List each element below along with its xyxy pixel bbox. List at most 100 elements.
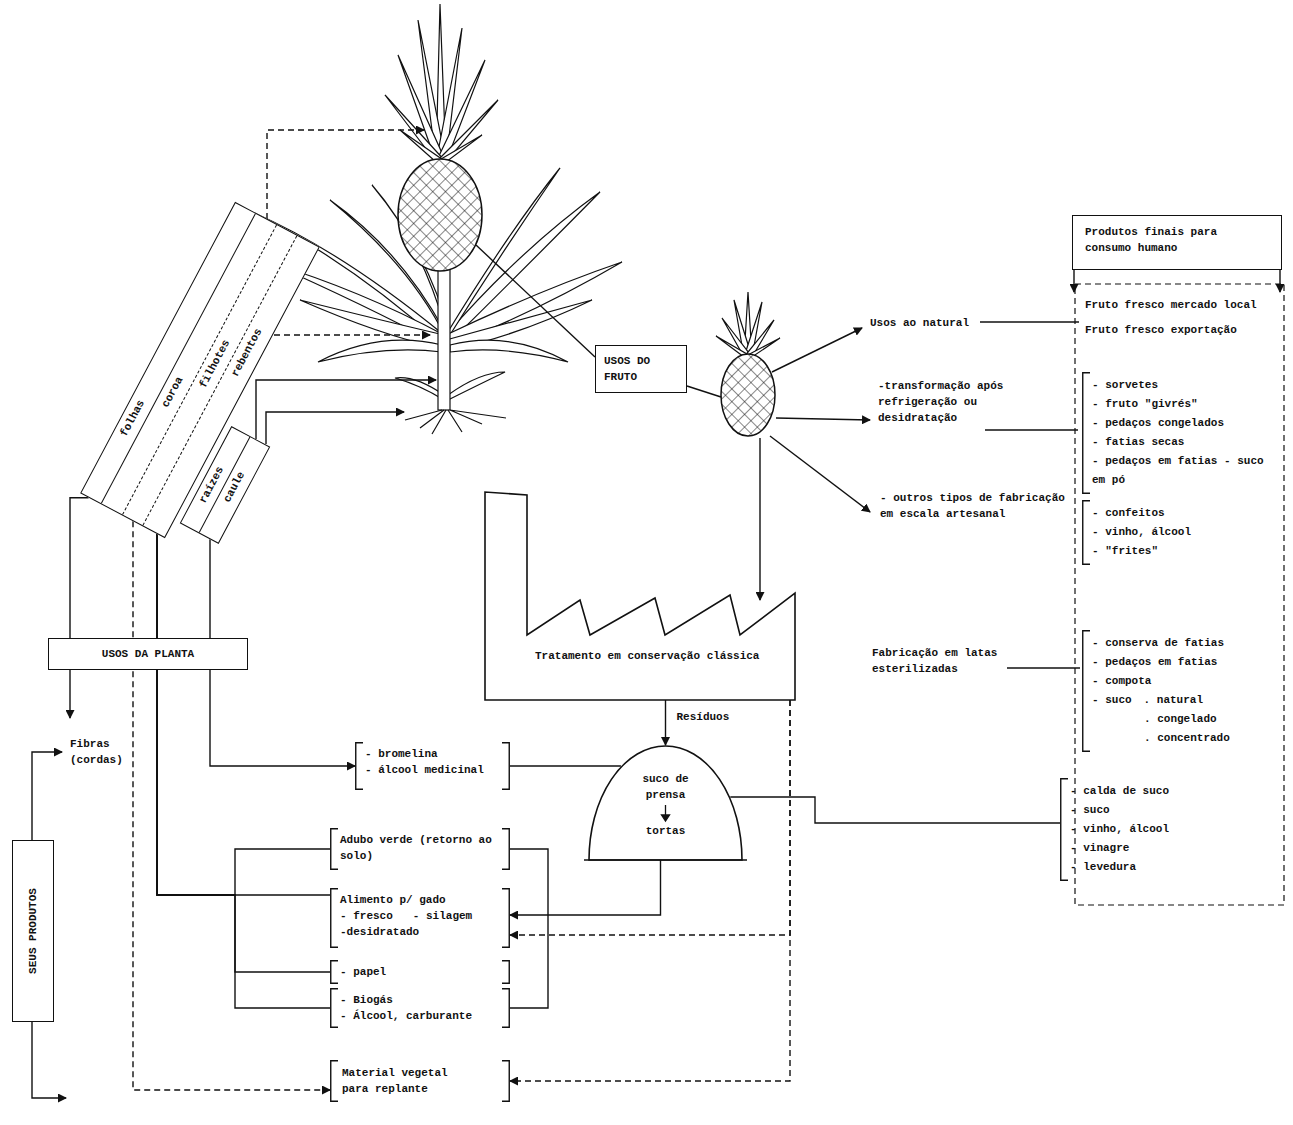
list-item: - conserva de fatias	[1092, 634, 1224, 653]
text-row: - conserva de fatias	[1092, 634, 1267, 653]
leader-lines-part	[772, 328, 862, 372]
bracket-line	[331, 889, 510, 948]
pineapple-plant-part	[436, 135, 482, 162]
box-label: USOS DA PLANTA	[57, 646, 239, 662]
text-row: Alimento p/ gado	[340, 892, 500, 908]
bracket-group: - bromelina- álcool medicinal	[355, 742, 510, 790]
product-list: - confeitos- vinho, álcool- "frites"	[1082, 500, 1242, 565]
product-list: - conserva de fatias- pedaços em fatias-…	[1082, 630, 1277, 752]
dome-base	[584, 859, 747, 861]
bracket-line	[1083, 373, 1090, 494]
box-label: USOS DO FRUTO	[604, 353, 678, 385]
leader-lines-part	[266, 412, 404, 444]
connector	[510, 700, 790, 935]
list-item: - "frites"	[1092, 542, 1232, 561]
leader-lines-part	[274, 334, 430, 335]
note-label: Fabricação em latas esterilizadas	[872, 645, 1007, 677]
bracket-group: Adubo verde (retorno ao solo)	[330, 828, 510, 870]
product-list: - sorvetes- fruto "givrés"- pedaços cong…	[1082, 372, 1282, 494]
list-item: Material vegetal para replante	[342, 1065, 470, 1097]
list-item: - vinho, álcool	[1092, 523, 1232, 542]
list-item: - suco	[1092, 691, 1132, 710]
connector	[510, 700, 790, 1081]
list-item: - fruto "givrés"	[1092, 395, 1272, 414]
leader-lines-part	[267, 130, 424, 219]
bracket-line	[331, 1061, 510, 1102]
list-item: - vinho, álcool	[1070, 820, 1210, 839]
category-box: USOS DO FRUTO	[595, 345, 687, 393]
factory-outline	[485, 490, 795, 700]
note-label: -transformação após refrigeração ou desi…	[878, 378, 1028, 426]
list-item: - pedaços em fatias - suco em pó	[1092, 452, 1272, 490]
connector	[157, 534, 330, 972]
list-item: - fatias secas	[1092, 433, 1272, 452]
bracket-line	[331, 989, 510, 1028]
leader-lines-part	[759, 438, 760, 600]
pineapple-plant-part	[318, 340, 442, 362]
note-label: - outros tipos de fabricação em escala a…	[880, 490, 1070, 522]
list-item: - bromelina	[365, 746, 500, 762]
dome-outline	[589, 746, 742, 860]
list-item: - silagem	[413, 908, 472, 924]
pineapple-plant-part	[400, 130, 446, 162]
pineapple-plant-part	[436, 60, 485, 162]
pineapple-plant-part	[385, 95, 446, 162]
leader-lines-part	[476, 245, 595, 357]
note-label: Fruto fresco exportação	[1085, 322, 1280, 338]
leader-lines-part	[687, 386, 721, 397]
connector	[730, 797, 1060, 823]
box-label: SEUS PRODUTOS	[25, 888, 41, 974]
dome-outline	[588, 745, 743, 860]
list-item: Alimento p/ gado	[340, 892, 446, 908]
note-label: Usos ao natural	[870, 315, 980, 331]
bracket-line	[1061, 779, 1068, 881]
list-item: - pedaços congelados	[1092, 414, 1272, 433]
pineapple-plant-part	[405, 410, 506, 434]
small-pineapple-part	[721, 354, 775, 436]
press-dome: suco de prensa tortas	[588, 745, 743, 860]
bracket-line	[356, 743, 510, 790]
pineapple-plant-part	[436, 100, 498, 162]
pineapple-plant-part	[395, 378, 444, 400]
connector	[133, 521, 330, 1090]
list-item: . congelado	[1144, 710, 1217, 729]
leader-lines	[32, 130, 1284, 1098]
bracket-group: - papel	[330, 960, 510, 984]
list-item: - Biogás	[340, 992, 500, 1008]
connector	[70, 498, 89, 638]
note-label: Fruto fresco mercado local	[1085, 297, 1280, 313]
list-item: - fresco	[340, 908, 393, 924]
bracket-group: - Biogás- Álcool, carburante	[330, 988, 510, 1028]
connector	[665, 700, 666, 745]
box-label: suco de prensa	[634, 771, 698, 803]
flow-arrow	[662, 805, 670, 821]
leader-lines-part	[32, 1022, 66, 1098]
leader-lines-part	[776, 418, 870, 420]
leader-lines-part	[510, 849, 548, 1008]
leader-lines-part	[32, 752, 62, 840]
connector	[510, 765, 621, 766]
text-row: - compota	[1092, 672, 1267, 691]
part-name: folhas	[114, 396, 151, 441]
bracket-line	[331, 829, 510, 870]
box-label: tortas	[634, 823, 698, 839]
pineapple-plant-part	[450, 340, 568, 362]
list-item: - sorvetes	[1092, 376, 1272, 395]
list-item: . concentrado	[1144, 729, 1230, 748]
box-label: Produtos finais para consumo humano	[1085, 224, 1259, 256]
list-item: - suco	[1070, 801, 1210, 820]
list-item: - álcool medicinal	[365, 762, 500, 778]
note-label: Fibras (cordas)	[70, 736, 132, 768]
text-row: . concentrado	[1092, 729, 1267, 748]
connector	[157, 534, 330, 895]
list-item: - levedura	[1070, 858, 1210, 877]
part-name: coroa	[156, 373, 190, 412]
category-box: USOS DA PLANTA	[48, 638, 248, 670]
text-row: . congelado	[1092, 710, 1267, 729]
leader-lines-part	[69, 670, 70, 718]
leader-lines-part	[1279, 270, 1280, 292]
text-row: - suco. natural	[1092, 691, 1267, 710]
pineapple-plant-part	[398, 55, 446, 162]
bracket-group: Alimento p/ gado- fresco- silagem-desidr…	[330, 888, 510, 948]
